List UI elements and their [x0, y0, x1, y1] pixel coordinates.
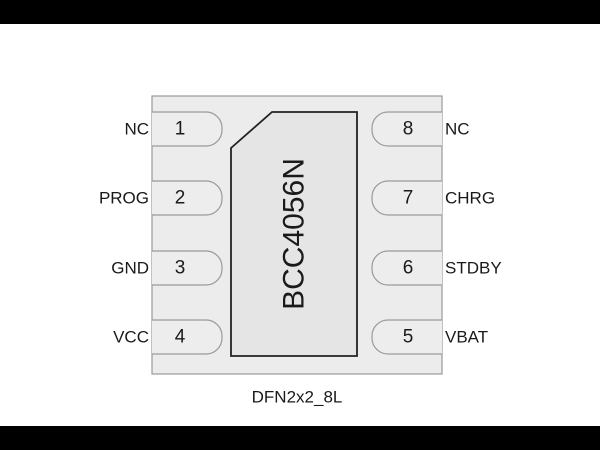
pins-layer: 1 NC 2 PROG 3 GND 4 VCC 5 VBAT 6 STDBY 7 CHRG 8 NC [99, 111, 502, 355]
pin-8-number: 8 [403, 119, 414, 140]
pin-1-name: NC [124, 120, 149, 139]
package-label: DFN2x2_8L [252, 388, 343, 407]
pin-1: 1 NC [124, 111, 223, 147]
pin-5-pad [371, 319, 442, 355]
pin-1-number: 1 [175, 119, 186, 140]
pin-5-number: 5 [403, 327, 414, 348]
pin-7-name: CHRG [445, 189, 495, 208]
pin-2-number: 2 [175, 188, 186, 209]
pin-3: 3 GND [111, 250, 223, 286]
pin-6: 6 STDBY [371, 250, 502, 286]
pin-8: 8 NC [371, 111, 470, 147]
pin-2-name: PROG [99, 189, 149, 208]
pin-6-name: STDBY [445, 259, 502, 278]
pin-2: 2 PROG [99, 180, 223, 216]
die-pad [230, 111, 358, 357]
pin-4-number: 4 [175, 327, 186, 348]
pin-7-pad [371, 180, 442, 216]
pin-4-pad [152, 319, 223, 355]
pin-4-name: VCC [113, 328, 149, 347]
pin-8-name: NC [445, 120, 470, 139]
pin-6-pad [371, 250, 442, 286]
pin-7: 7 CHRG [371, 180, 495, 216]
pin-2-pad [152, 180, 223, 216]
bottom-black-bar [0, 426, 600, 450]
chip-part-number: BCC4056N [278, 158, 311, 310]
pin-3-name: GND [111, 259, 149, 278]
top-black-bar [0, 0, 600, 24]
pin-7-number: 7 [403, 188, 414, 209]
pin-1-pad [152, 111, 223, 147]
pin-6-number: 6 [403, 258, 414, 279]
pin-3-pad [152, 250, 223, 286]
pin-5-name: VBAT [445, 328, 488, 347]
pin-5: 5 VBAT [371, 319, 488, 355]
pin-4: 4 VCC [113, 319, 223, 355]
pin-8-pad [371, 111, 442, 147]
pin-3-number: 3 [175, 258, 186, 279]
